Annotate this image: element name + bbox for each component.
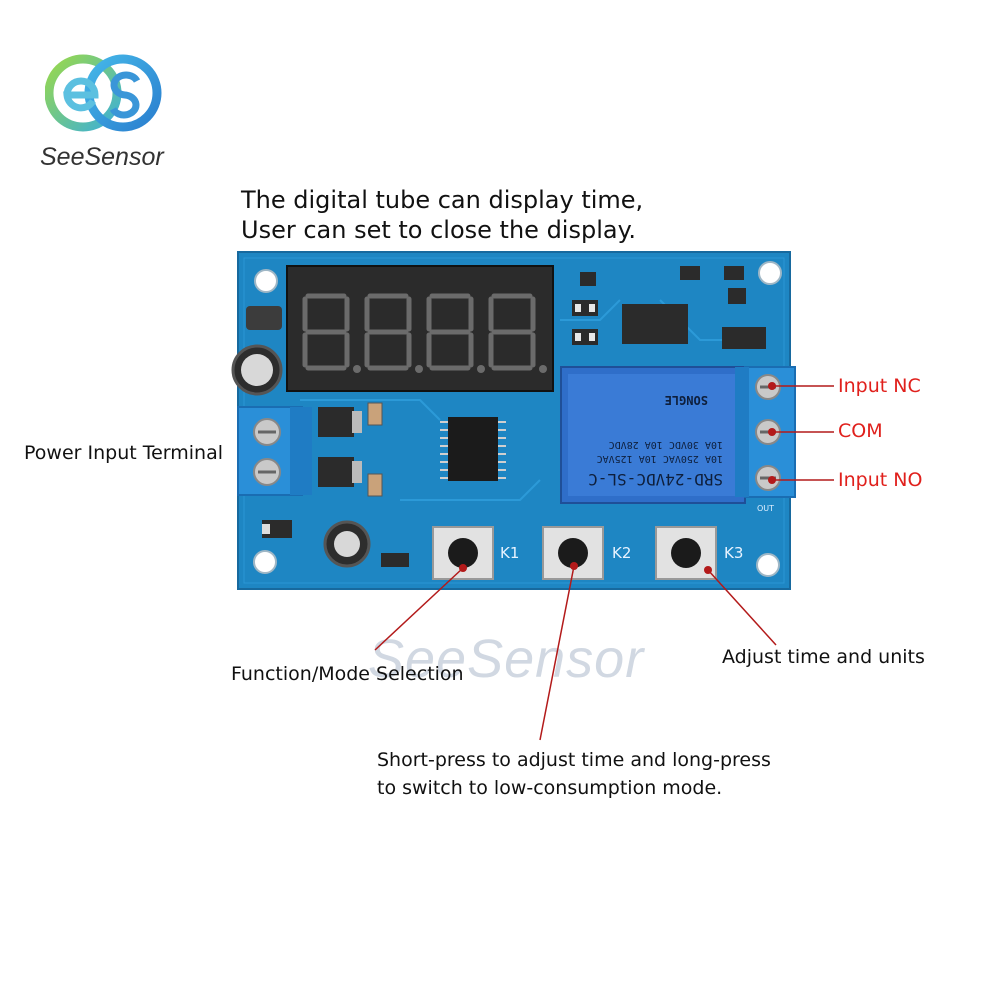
label-short-press: Short-press to adjust time and long-pres…	[377, 746, 771, 802]
relay-brand-label: SONGLE	[665, 393, 708, 407]
microcontroller-chip-icon	[440, 417, 506, 481]
capacitor-top-icon	[246, 306, 282, 330]
seesensor-logo-icon	[45, 54, 162, 132]
button-k2-icon	[542, 526, 604, 580]
label-function-mode-selection: Function/Mode Selection	[231, 663, 464, 685]
button-k1-icon	[432, 526, 494, 580]
relay-model-label: SRD-24VDC-SL-C	[588, 470, 723, 489]
label-adjust-time-units: Adjust time and units	[722, 646, 925, 668]
headline: The digital tube can display time, User …	[241, 185, 643, 245]
out-label: OUT	[757, 504, 774, 513]
output-terminal-icon	[735, 366, 796, 498]
label-short-press-line-1: Short-press to adjust time and long-pres…	[377, 749, 771, 771]
label-power-input-terminal: Power Input Terminal	[24, 442, 224, 464]
button-k2-label: K2	[612, 544, 631, 562]
brand-name: SeeSensor	[40, 143, 164, 171]
relay-icon	[560, 366, 746, 504]
headline-line-1: The digital tube can display time,	[241, 186, 644, 214]
button-k3-label: K3	[724, 544, 743, 562]
capacitor-left-icon	[231, 344, 283, 396]
label-com: COM	[838, 420, 883, 442]
label-short-press-line-2: to switch to low-consumption mode.	[377, 777, 723, 799]
label-input-no: Input NO	[838, 469, 923, 491]
relay-rating-line-2: 10A 250VAC 10A 125VAC	[597, 453, 723, 464]
capacitor-bottom-icon	[323, 520, 371, 568]
power-input-terminal-icon	[237, 406, 312, 496]
headline-line-2: User can set to close the display.	[241, 216, 636, 244]
button-k1-label: K1	[500, 544, 519, 562]
relay-rating-line-3: 10A 30VDC 10A 28VDC	[609, 439, 723, 450]
button-k3-icon	[655, 526, 717, 580]
label-input-nc: Input NC	[838, 375, 921, 397]
